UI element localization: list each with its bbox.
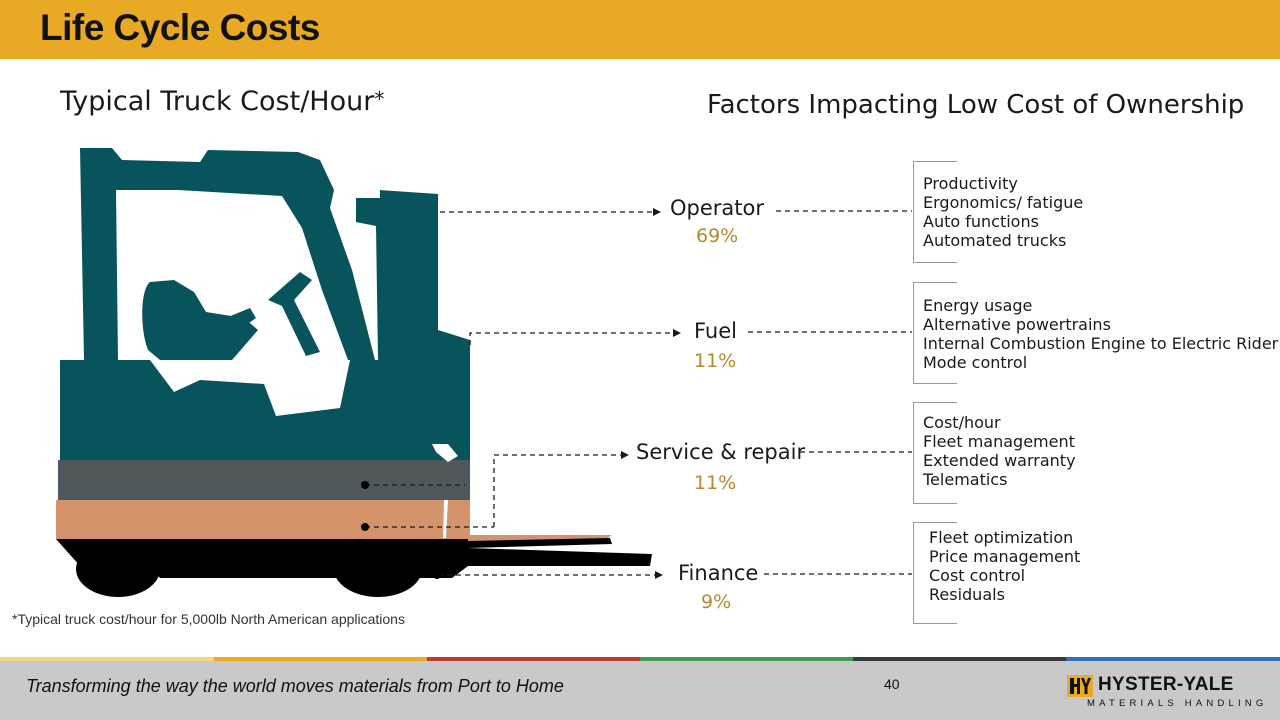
operator-factor-bracket [913, 161, 957, 263]
stripe-segment [640, 657, 853, 661]
finance-point-dot [433, 571, 441, 579]
service-repair-factors: Cost/hour Fleet management Extended warr… [923, 413, 1076, 489]
finance-chassis [56, 538, 652, 597]
stripe-segment [0, 657, 214, 661]
finance-percent: 9% [701, 591, 732, 613]
operator-factors: Productivity Ergonomics/ fatigue Auto fu… [923, 174, 1083, 250]
factor-item: Price management [929, 547, 1081, 566]
logo-name: HYSTER-YALE [1098, 674, 1234, 695]
operator-label: Operator [670, 196, 764, 220]
service-repair-percent: 11% [694, 472, 737, 494]
factor-item: Telematics [923, 470, 1008, 489]
slide-title: Life Cycle Costs [40, 7, 320, 48]
service-repair-band [56, 500, 470, 539]
hy-monogram-icon [1067, 675, 1093, 697]
title-bar [0, 0, 1280, 59]
company-logo: HYSTER-YALE MATERIALS HANDLING [1067, 674, 1263, 712]
fuel-band [58, 460, 470, 500]
factor-item: Internal Combustion Engine to Electric R… [923, 334, 1279, 353]
footnote-marker: * [374, 87, 385, 111]
logo-subtitle: MATERIALS HANDLING [1087, 698, 1268, 709]
fuel-label: Fuel [694, 319, 737, 343]
stripe-segment [853, 657, 1066, 661]
page-number: 40 [884, 676, 900, 692]
factor-item: Alternative powertrains [923, 315, 1111, 334]
footer-bar [0, 661, 1280, 720]
service-repair-label: Service & repair [636, 440, 806, 464]
factor-item: Cost control [929, 566, 1026, 585]
footnote: *Typical truck cost/hour for 5,000lb Nor… [12, 611, 405, 627]
fuel-factor-bracket [913, 282, 957, 384]
factor-item: Extended warranty [923, 451, 1076, 470]
finance-factors: Fleet optimization Price management Cost… [929, 528, 1080, 604]
factor-item: Fleet management [923, 432, 1075, 451]
forklift-upper-body [60, 148, 470, 460]
factor-item: Fleet optimization [929, 528, 1074, 547]
service-factor-bracket [913, 402, 957, 504]
factor-item: Residuals [929, 585, 1005, 604]
left-heading: Typical Truck Cost/Hour* [60, 86, 384, 117]
right-heading: Factors Impacting Low Cost of Ownership [707, 90, 1245, 120]
finance-label: Finance [678, 561, 759, 585]
service-point-dot [361, 523, 369, 531]
factor-item: Auto functions [923, 212, 1039, 231]
factor-item: Ergonomics/ fatigue [923, 193, 1084, 212]
stripe-segment [1066, 657, 1280, 661]
operator-percent: 69% [696, 225, 739, 247]
factor-item: Mode control [923, 353, 1028, 372]
forklift-cost-illustration [56, 148, 912, 597]
left-heading-text: Typical Truck Cost/Hour [60, 86, 375, 117]
factor-item: Productivity [923, 174, 1018, 193]
factor-item: Cost/hour [923, 413, 1001, 432]
stripe-segment [214, 657, 427, 661]
fuel-factors: Energy usage Alternative powertrains Int… [923, 296, 1278, 372]
footer-tagline: Transforming the way the world moves mat… [26, 676, 564, 696]
connector-lines [365, 208, 912, 579]
service-point-dot [361, 481, 369, 489]
finance-factor-bracket [913, 522, 957, 624]
factor-item: Automated trucks [923, 231, 1067, 250]
factor-item: Energy usage [923, 296, 1033, 315]
stripe-segment [427, 657, 640, 661]
fuel-percent: 11% [694, 350, 737, 372]
